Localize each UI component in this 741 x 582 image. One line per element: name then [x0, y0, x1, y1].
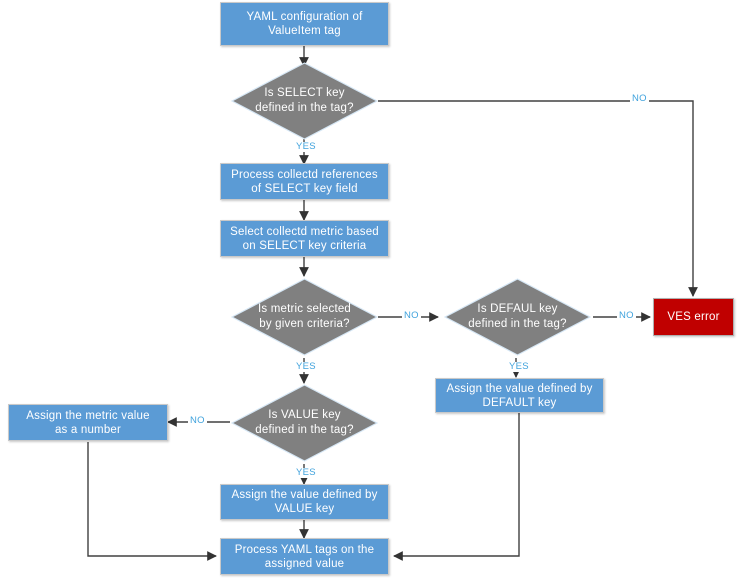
node-ves-error-label: VES error	[667, 311, 720, 323]
edge-label-metric-yes: YES	[294, 361, 318, 372]
edge-label-value-no: NO	[188, 415, 207, 426]
edge-label-metric-no: NO	[402, 310, 421, 321]
diamond-shape	[231, 384, 378, 462]
edge-label-default-yes: YES	[507, 361, 531, 372]
edge-label-default-no: NO	[617, 310, 636, 321]
edge-label-select-yes: YES	[294, 141, 318, 152]
diamond-shape	[231, 62, 378, 140]
node-ves-error[interactable]: VES error	[653, 298, 734, 336]
diamond-shape	[444, 278, 591, 356]
diamond-shape	[231, 278, 378, 356]
edge-label-select-no: NO	[630, 93, 649, 104]
edge-label-value-yes: YES	[294, 467, 318, 478]
